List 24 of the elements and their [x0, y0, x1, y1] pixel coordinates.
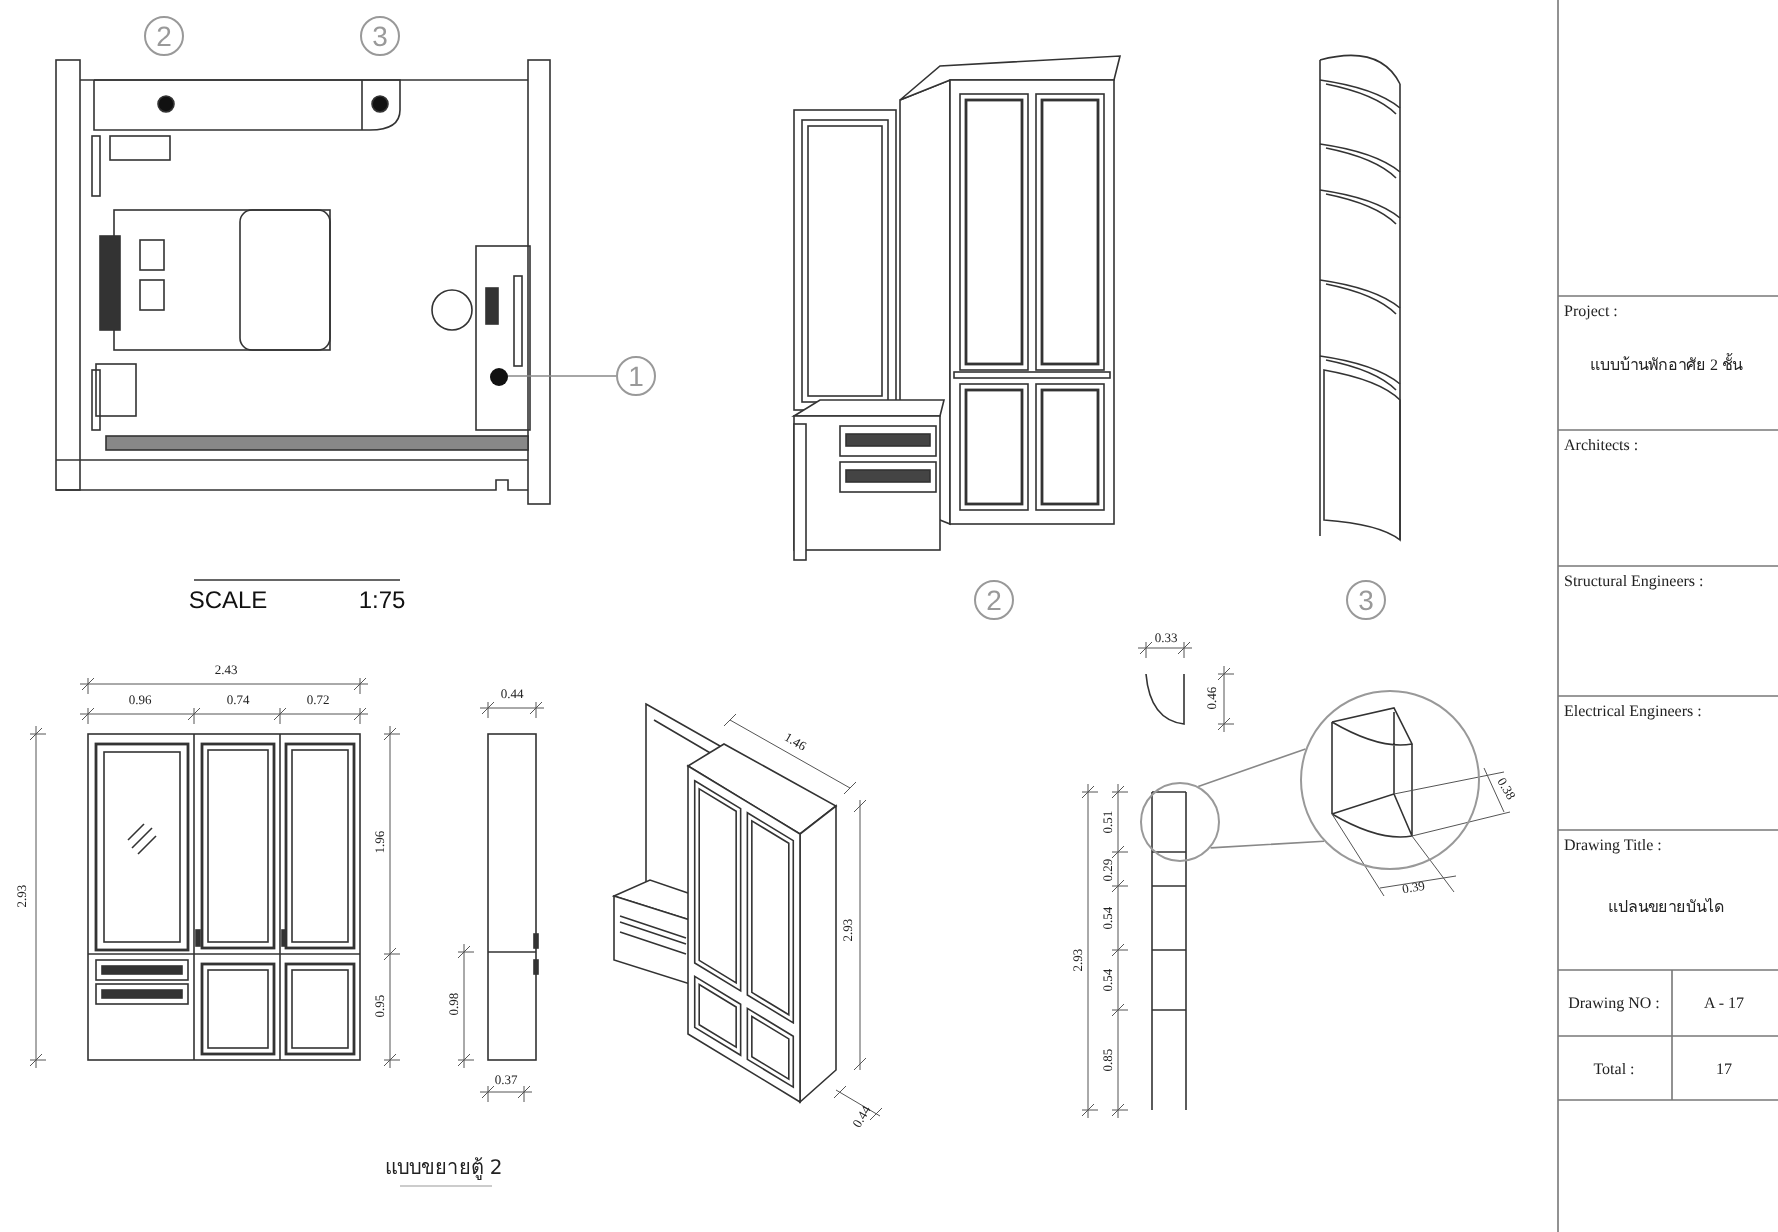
callout-number: 3: [360, 16, 400, 56]
project-name: แบบบ้านพักอาศัย 2 ชั้น: [1590, 358, 1742, 374]
scale-value: 1:75: [358, 588, 406, 612]
field-label: Drawing Title :: [1564, 838, 1662, 854]
field-label: Project :: [1564, 304, 1618, 320]
total-value: 17: [1716, 1062, 1732, 1078]
drawing-title: แปลนขยายบันได: [1608, 900, 1724, 916]
field-label: Drawing NO :: [1568, 996, 1660, 1012]
detail-circle: [1140, 782, 1220, 862]
field-label: Structural Engineers :: [1564, 574, 1704, 590]
field-label: Architects :: [1564, 438, 1639, 454]
field-label: Total :: [1593, 1062, 1635, 1078]
drawing-caption: แบบขยายตู้ 2: [385, 1160, 503, 1180]
marker-dot: [489, 367, 507, 385]
callout-number: 1: [616, 356, 656, 396]
callout-number: 2: [144, 16, 184, 56]
field-label: Electrical Engineers :: [1564, 704, 1702, 720]
callout-number: 2: [974, 580, 1014, 620]
detail-circle: [1300, 690, 1480, 870]
callout-number: 3: [1346, 580, 1386, 620]
scale-label: SCALE: [188, 588, 268, 612]
drawing-number: A - 17: [1704, 996, 1744, 1012]
leader-line: [506, 375, 617, 377]
leader-line: [1197, 748, 1325, 849]
